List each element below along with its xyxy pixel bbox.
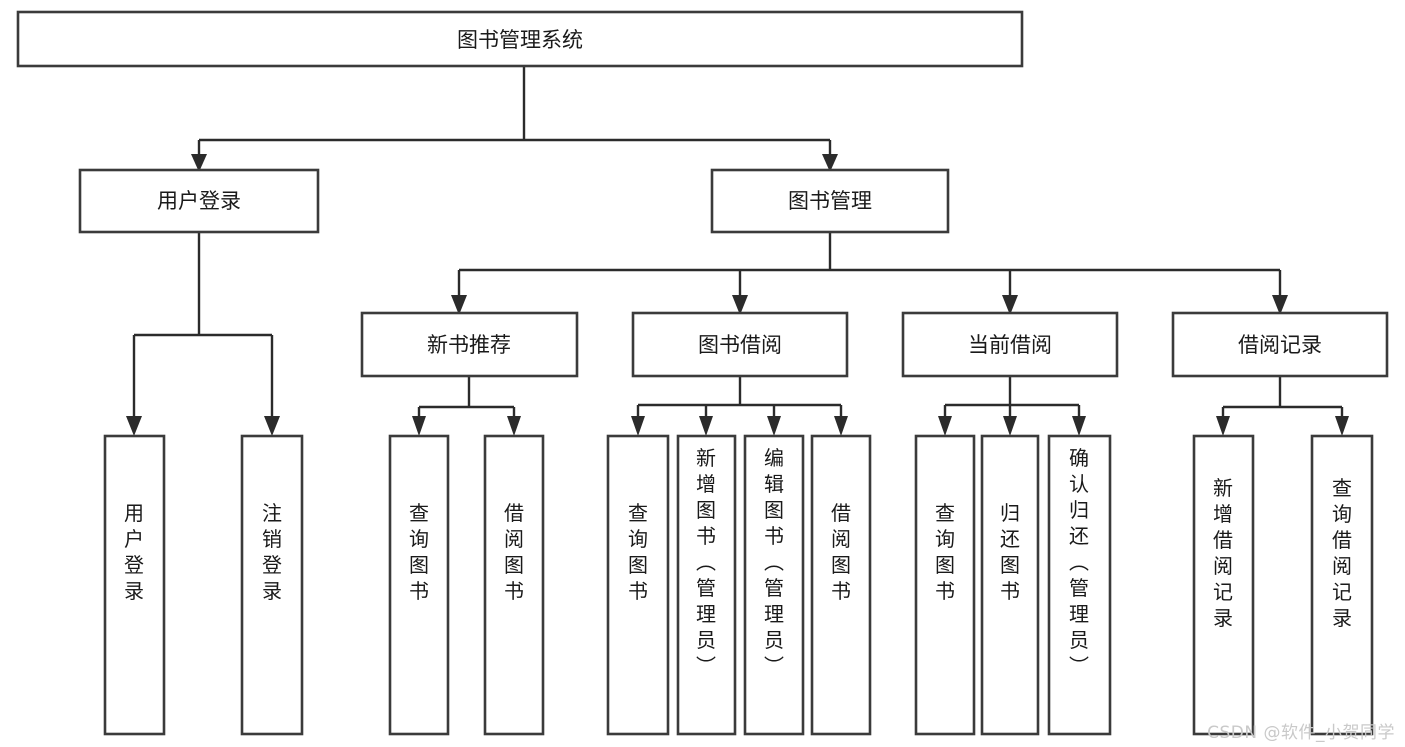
arrow-head-borrow-record [1272, 295, 1288, 315]
node-leaf-query-books-2-label: 查询图书 [628, 501, 648, 603]
arrow-head-leaf-query-books-3 [938, 416, 952, 436]
node-user-login[interactable]: 用户登录 [78, 168, 320, 234]
node-leaf-add-borrow-record-box[interactable] [1192, 434, 1255, 736]
node-leaf-query-books-3[interactable]: 查询图书 [914, 434, 976, 736]
arrow-head-leaf-confirm-return-admin [1072, 416, 1086, 436]
arrow-head-leaf-add-borrow-record [1216, 416, 1230, 436]
arrow-head-new-book-recommend [451, 295, 467, 315]
node-leaf-logout[interactable]: 注销登录 [240, 434, 304, 736]
arrow-head-leaf-query-books-1 [412, 416, 426, 436]
node-leaf-edit-book-admin-label: 编辑图书︵管理员︶ [764, 446, 784, 678]
arrow-head-user-login [191, 154, 207, 172]
node-book-management[interactable]: 图书管理 [710, 168, 950, 234]
node-leaf-return-books-box[interactable] [980, 434, 1040, 736]
arrow-head-leaf-borrow-books-1 [507, 416, 521, 436]
arrow-head-book-borrow [732, 295, 748, 315]
node-leaf-add-book-admin-box[interactable] [676, 434, 737, 736]
node-new-book-recommend-label: 新书推荐 [427, 333, 511, 357]
arrow-head-current-borrow [1002, 295, 1018, 315]
node-leaf-confirm-return-admin[interactable]: 确认归还︵管理员︶ [1047, 434, 1112, 736]
node-current-borrow[interactable]: 当前借阅 [901, 311, 1119, 378]
node-leaf-logout-box[interactable] [240, 434, 304, 736]
connector-group [126, 66, 1349, 436]
node-current-borrow-label: 当前借阅 [968, 333, 1052, 357]
node-book-management-label: 图书管理 [788, 189, 872, 213]
node-leaf-borrow-books-1[interactable]: 借阅图书 [483, 434, 545, 736]
arrow-head-leaf-borrow-books-2 [834, 416, 848, 436]
node-leaf-borrow-books-2-box[interactable] [810, 434, 872, 736]
node-root-box[interactable] [16, 10, 1024, 68]
node-leaf-borrow-books-1-label: 借阅图书 [504, 501, 524, 603]
node-book-borrow[interactable]: 图书借阅 [631, 311, 849, 378]
node-book-management-box[interactable] [710, 168, 950, 234]
node-leaf-query-books-1-box[interactable] [388, 434, 450, 736]
node-user-login-label: 用户登录 [157, 189, 241, 213]
node-leaf-add-book-admin[interactable]: 新增图书︵管理员︶ [676, 434, 737, 736]
arrow-head-leaf-edit-book-admin [767, 416, 781, 436]
arrow-head-leaf-query-books-2 [631, 416, 645, 436]
node-new-book-recommend[interactable]: 新书推荐 [360, 311, 579, 378]
node-leaf-query-books-3-label: 查询图书 [935, 501, 955, 603]
node-leaf-confirm-return-admin-label: 确认归还︵管理员︶ [1069, 446, 1089, 678]
node-leaf-query-books-1[interactable]: 查询图书 [388, 434, 450, 736]
node-new-book-recommend-box[interactable] [360, 311, 579, 378]
node-leaf-query-borrow-record[interactable]: 查询借阅记录 [1310, 434, 1374, 736]
node-book-borrow-box[interactable] [631, 311, 849, 378]
arrow-head-leaf-logout [264, 416, 280, 436]
node-leaf-query-books-2-box[interactable] [606, 434, 670, 736]
node-leaf-add-book-admin-label: 新增图书︵管理员︶ [696, 446, 716, 678]
node-leaf-query-books-2[interactable]: 查询图书 [606, 434, 670, 736]
node-leaf-borrow-books-2-label: 借阅图书 [831, 501, 851, 603]
node-leaf-confirm-return-admin-box[interactable] [1047, 434, 1112, 736]
node-leaf-return-books-label: 归还图书 [1000, 501, 1020, 603]
node-root[interactable]: 图书管理系统 [16, 10, 1024, 68]
node-borrow-record-label: 借阅记录 [1238, 333, 1322, 357]
node-user-login-box[interactable] [78, 168, 320, 234]
node-leaf-user-login[interactable]: 用户登录 [103, 434, 166, 736]
node-leaf-logout-label: 注销登录 [262, 501, 282, 603]
node-leaf-query-books-1-label: 查询图书 [409, 501, 429, 603]
node-book-borrow-label: 图书借阅 [698, 333, 782, 357]
node-leaf-query-books-3-box[interactable] [914, 434, 976, 736]
arrow-head-leaf-return-books [1003, 416, 1017, 436]
node-current-borrow-box[interactable] [901, 311, 1119, 378]
node-borrow-record[interactable]: 借阅记录 [1171, 311, 1389, 378]
node-root-label: 图书管理系统 [457, 28, 583, 52]
arrow-head-leaf-user-login [126, 416, 142, 436]
node-leaf-borrow-books-2[interactable]: 借阅图书 [810, 434, 872, 736]
arrow-head-leaf-add-book-admin [699, 416, 713, 436]
arrow-head-leaf-query-borrow-record [1335, 416, 1349, 436]
node-leaf-query-borrow-record-label: 查询借阅记录 [1332, 476, 1352, 630]
arrow-head-book-management [822, 154, 838, 172]
node-leaf-borrow-books-1-box[interactable] [483, 434, 545, 736]
node-leaf-user-login-label: 用户登录 [124, 501, 144, 603]
node-leaf-add-borrow-record-label: 新增借阅记录 [1213, 476, 1233, 630]
node-borrow-record-box[interactable] [1171, 311, 1389, 378]
node-leaf-edit-book-admin-box[interactable] [743, 434, 805, 736]
node-leaf-user-login-box[interactable] [103, 434, 166, 736]
node-leaf-return-books[interactable]: 归还图书 [980, 434, 1040, 736]
node-leaf-query-borrow-record-box[interactable] [1310, 434, 1374, 736]
node-leaf-add-borrow-record[interactable]: 新增借阅记录 [1192, 434, 1255, 736]
node-leaf-edit-book-admin[interactable]: 编辑图书︵管理员︶ [743, 434, 805, 736]
